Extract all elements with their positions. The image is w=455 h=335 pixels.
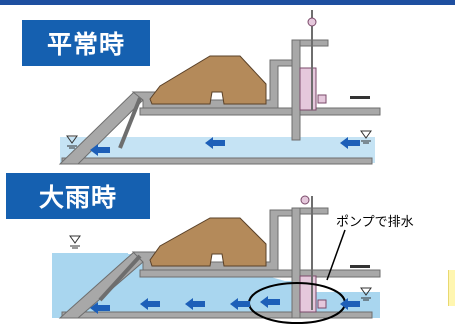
culvert-floor [61,311,373,319]
pump-motor [299,207,329,215]
pump-motor [299,39,329,47]
flap-gate [98,254,142,302]
panel-rain [52,195,381,324]
pump-outlet [317,94,327,104]
water-level-triangle-icon [69,235,81,249]
soil-mound [149,217,267,267]
level-marker [350,265,370,268]
top-rule [0,0,455,5]
pump-column [291,207,301,319]
callout-leader [326,229,346,281]
panel-label-normal: 平常時 [22,20,150,66]
flap-gate [118,97,142,149]
valve-wheel-icon [300,195,310,205]
panel-normal [58,10,381,165]
culvert-roof [139,107,381,116]
pump-column [291,39,301,141]
pump-casing [299,67,317,111]
side-note-tab [448,270,455,306]
culvert-floor [61,157,373,165]
panel-label-rain: 大雨時 [6,173,150,219]
pump-outlet [317,299,327,309]
level-marker [350,96,370,99]
culvert-roof [139,269,381,278]
pump-casing [299,275,317,313]
soil-mound [149,55,267,105]
valve-wheel-icon [307,17,317,27]
pump-callout-text: ポンプで排水 [336,215,414,230]
